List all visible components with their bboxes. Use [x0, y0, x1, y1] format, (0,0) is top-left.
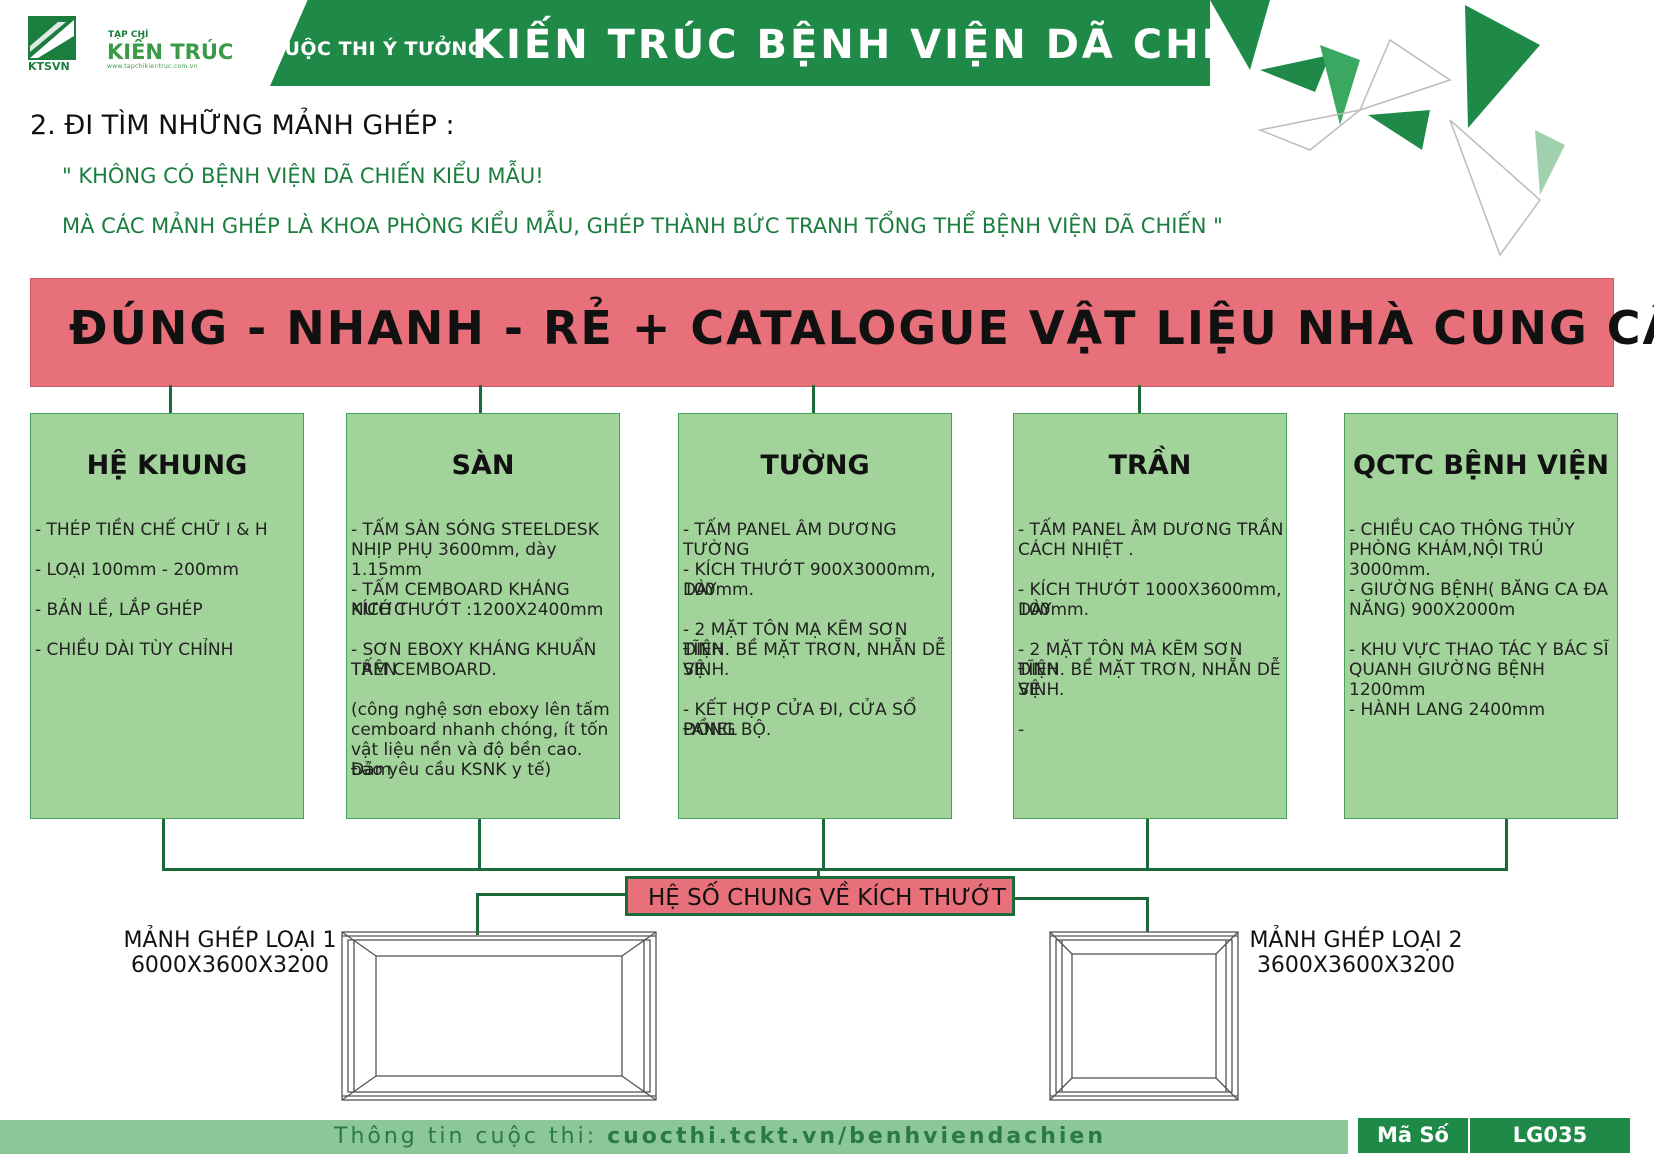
card-tuong: TƯỜNG - TẤM PANEL ÂM DƯƠNG TƯỜNG - KÍCH … [678, 413, 952, 819]
connector-line [817, 868, 820, 878]
connector-line [1505, 819, 1508, 871]
card-line: - TẤM PANEL ÂM DƯƠNG TRẦN [1018, 520, 1284, 540]
connector-line [476, 893, 626, 896]
connector-line [822, 819, 825, 871]
module-2-name: MẢNH GHÉP LOẠI 2 [1249, 928, 1463, 953]
connector-line [812, 385, 815, 413]
ktsvn-logo [28, 16, 76, 60]
card-line: - THÉP TIỀN CHẾ CHỮ I & H [35, 520, 268, 540]
card-line: - CHIỀU DÀI TÙY CHỈNH [35, 640, 234, 660]
module-1-label: MẢNH GHÉP LOẠI 1 6000X3600X3200 [120, 928, 340, 978]
module-1-size: 6000X3600X3200 [130, 953, 330, 978]
card-line: KÍCH THƯỚT :1200X2400mm [351, 600, 604, 620]
card-line: cemboard nhanh chóng, ít tốn [351, 720, 609, 740]
card-line: ĐIỆN. BỀ MẶT TRƠN, NHẴN DỄ VỆ [683, 640, 946, 680]
card-title: SÀN [451, 450, 515, 481]
footer-info-label: Thông tin cuộc thi: [334, 1124, 608, 1149]
common-dimension-text: HỆ SỐ CHUNG VỀ KÍCH THƯỚT [648, 885, 1006, 911]
code-label: Mã Số [1377, 1123, 1449, 1147]
module-2-label: MẢNH GHÉP LOẠI 2 3600X3600X3200 [1246, 928, 1466, 978]
connector-line [1146, 897, 1149, 932]
magazine-logo-url: www.tapchikientruc.com.vn [107, 63, 198, 70]
section-title: 2. ĐI TÌM NHỮNG MẢNH GHÉP : [30, 110, 455, 141]
card-line: - 2 MẶT TÔN MẠ KẼM SƠN TĨNH [683, 620, 908, 660]
card-he-khung: HỆ KHUNG - THÉP TIỀN CHẾ CHỮ I & H - LOẠ… [30, 413, 304, 819]
card-line: 100mm. [1018, 600, 1089, 620]
card-title: QCTC BỆNH VIỆN [1353, 450, 1609, 481]
code-label-box: Mã Số [1358, 1118, 1468, 1153]
card-line: SINH. [683, 660, 730, 680]
card-tran: TRẦN - TẤM PANEL ÂM DƯƠNG TRẦN CÁCH NHIỆ… [1013, 413, 1287, 819]
card-line: ĐIỆN. BỀ MẶT TRƠN, NHẴN DỄ VỆ [1018, 660, 1281, 700]
decorative-triangles [1210, 0, 1565, 257]
card-line: TẤM CEMBOARD. [351, 660, 497, 680]
quote-line-2: MÀ CÁC MẢNH GHÉP LÀ KHOA PHÒNG KIỂU MẪU,… [62, 214, 1223, 238]
ktsvn-logo-text: KTSVN [28, 60, 70, 73]
code-value-box: LG035 [1470, 1118, 1630, 1153]
contest-title: KIẾN TRÚC BỆNH VIỆN DÃ CHIẾN [472, 22, 1287, 68]
main-banner: ĐÚNG - NHANH - RẺ + CATALOGUE VẬT LIỆU N… [30, 278, 1654, 387]
card-san: SÀN - TẤM SÀN SÓNG STEELDESK NHỊP PHỤ 36… [346, 413, 620, 819]
footer-inner-band [288, 1120, 1348, 1154]
card-line: - HÀNH LANG 2400mm [1349, 700, 1546, 720]
connector-line [169, 385, 172, 413]
card-line: - KÍCH THƯỚT 900X3000mm, DÀY [683, 560, 936, 600]
card-title: TRẦN [1108, 450, 1192, 481]
connector-line [1014, 897, 1148, 900]
card-line: - CHIỀU CAO THÔNG THỦY [1349, 520, 1575, 540]
card-title: HỆ KHUNG [86, 450, 248, 481]
card-line: - KHU VỰC THAO TÁC Y BÁC SĨ [1349, 640, 1609, 660]
header-band [270, 0, 1210, 86]
connector-line [1138, 385, 1141, 413]
connector-line [162, 819, 165, 871]
module-2-size: 3600X3600X3200 [1256, 953, 1456, 978]
common-dimension-box: HỆ SỐ CHUNG VỀ KÍCH THƯỚT [625, 876, 1015, 916]
card-line: CÁCH NHIỆT . [1018, 540, 1134, 560]
footer-url-link[interactable]: cuocthi.tckt.vn/benhviendachien [607, 1124, 1107, 1149]
card-title: TƯỜNG [760, 450, 870, 481]
card-line: - LOẠI 100mm - 200mm [35, 560, 239, 580]
card-line: - KẾT HỢP CỬA ĐI, CỬA SỔ PANEL [683, 700, 917, 740]
connector-line [478, 819, 481, 871]
connector-line [476, 893, 479, 935]
card-line: - TẤM CEMBOARD KHÁNG NƯỚC [351, 580, 570, 620]
card-line: - 2 MẶT TÔN MÀ KẼM SƠN TĨNH [1018, 640, 1243, 680]
card-line: - [1018, 720, 1025, 740]
card-line: - TẤM PANEL ÂM DƯƠNG TƯỜNG [683, 520, 897, 560]
card-line: NHỊP PHỤ 3600mm, dày 1.15mm [351, 540, 557, 580]
card-line: ĐỒNG BỘ. [683, 720, 772, 740]
card-line: - GIƯỜNG BỆNH( BĂNG CA ĐA [1349, 580, 1609, 600]
footer-info: Thông tin cuộc thi: cuocthi.tckt.vn/benh… [334, 1124, 1106, 1149]
connector-line [479, 385, 482, 413]
card-line: NĂNG) 900X2000m [1349, 600, 1516, 620]
card-line: - TẤM SÀN SÓNG STEELDESK [351, 520, 599, 540]
code-value: LG035 [1512, 1123, 1588, 1147]
magazine-logo: KIẾN TRÚC [107, 40, 234, 64]
contest-subtitle: CUỘC THI Ý TƯỞNG [270, 38, 484, 60]
card-qctc-benh-vien: QCTC BỆNH VIỆN - CHIỀU CAO THÔNG THỦY PH… [1344, 413, 1618, 819]
connector-rail [162, 868, 1508, 871]
banner-text: ĐÚNG - NHANH - RẺ + CATALOGUE VẬT LIỆU N… [69, 301, 1654, 355]
card-line: 100mm. [683, 580, 754, 600]
module-2-frame-drawing [1049, 931, 1239, 1101]
card-line: QUANH GIƯỜNG BỆNH 1200mm [1349, 660, 1545, 700]
quote-line-1: " KHÔNG CÓ BỆNH VIỆN DÃ CHIẾN KIỂU MẪU! [62, 164, 544, 188]
card-line: - SƠN EBOXY KHÁNG KHUẨN TRÊN [351, 640, 597, 680]
magazine-logo-small: TẠP CHÍ [108, 30, 149, 40]
module-1-frame-drawing [341, 931, 657, 1101]
card-line: SINH. [1018, 680, 1065, 700]
card-line: - BẢN LỀ, LẮP GHÉP [35, 600, 203, 620]
module-1-name: MẢNH GHÉP LOẠI 1 [123, 928, 337, 953]
connector-line [1146, 819, 1149, 871]
card-line: bảo yêu cầu KSNK y tế) [351, 760, 552, 780]
card-line: PHÒNG KHÁM,NỘI TRÚ 3000mm. [1349, 540, 1544, 580]
card-line: - KÍCH THƯỚT 1000X3600mm, DÀY [1018, 580, 1282, 620]
card-line: (công nghệ sơn eboxy lên tấm [351, 700, 610, 720]
card-line: vật liệu nền và độ bền cao. Đảm [351, 740, 583, 780]
